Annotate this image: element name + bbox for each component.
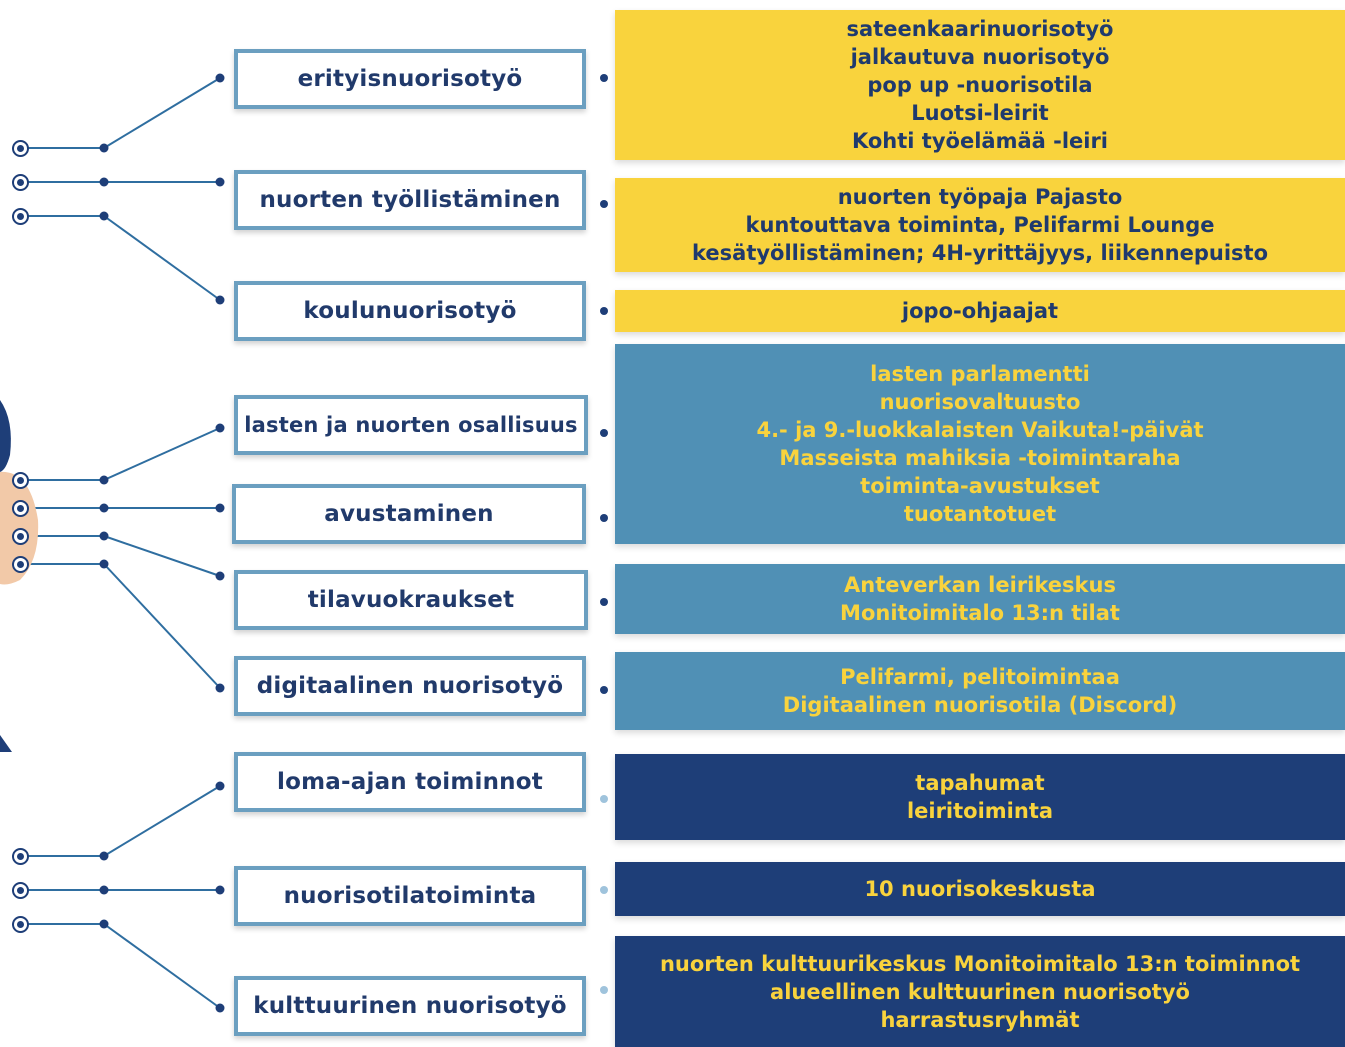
detail-item: alueellinen kulttuurinen nuorisotyö [770, 979, 1190, 1004]
detail-item: nuorten työpaja Pajasto [837, 185, 1123, 209]
detail-item: lasten parlamentti [870, 362, 1090, 386]
category-label: loma-ajan toiminnot [277, 769, 543, 795]
detail-item: 10 nuorisokeskusta [864, 877, 1096, 901]
category-label: erityisnuorisotyö [297, 66, 523, 92]
detail-panel-nuorten-tyollistaminen: nuorten työpaja Pajasto kuntouttava toim… [615, 178, 1345, 272]
detail-item: tuotantotuet [903, 502, 1057, 526]
category-label: avustaminen [324, 501, 494, 527]
detail-item: 4.- ja 9.-luokkalaisten Vaikuta!-päivät [756, 418, 1204, 442]
detail-item: jopo-ohjaajat [901, 299, 1059, 323]
category-label: koulunuorisotyö [303, 298, 517, 324]
detail-panel-loma-ajan: tapahumat leiritoiminta [615, 754, 1345, 840]
source-node [12, 916, 29, 933]
category-label: tilavuokraukset [307, 587, 515, 613]
source-node [12, 882, 29, 899]
detail-item: harrastusryhmät [880, 1007, 1080, 1032]
detail-panel-tilavuokraukset: Anteverkan leirikeskus Monitoimitalo 13:… [615, 564, 1345, 634]
category-box-tilavuokraukset: tilavuokraukset [234, 570, 588, 630]
source-node [12, 848, 29, 865]
detail-item: nuorisovaltuusto [879, 390, 1081, 414]
category-box-osallisuus: lasten ja nuorten osallisuus [234, 395, 588, 455]
detail-panel-koulunuorisotyo: jopo-ohjaajat [615, 290, 1345, 332]
detail-item: Anteverkan leirikeskus [844, 573, 1116, 597]
detail-item: leiritoiminta [906, 799, 1054, 823]
detail-item: sateenkaarinuorisotyö [846, 17, 1114, 41]
detail-item: jalkautuva nuorisotyö [850, 45, 1110, 69]
category-box-koulunuorisotyo: koulunuorisotyö [234, 281, 586, 341]
detail-item: toiminta-avustukset [860, 474, 1100, 498]
source-node [12, 174, 29, 191]
source-node [12, 140, 29, 157]
detail-item: Kohti työelämää -leiri [851, 129, 1109, 153]
source-node [12, 556, 29, 573]
category-box-digitaalinen: digitaalinen nuorisotyö [234, 656, 586, 716]
category-label: kulttuurinen nuorisotyö [253, 993, 567, 1019]
category-box-erityisnuorisotyo: erityisnuorisotyö [234, 49, 586, 109]
detail-item: Pelifarmi, pelitoimintaa [840, 665, 1120, 689]
detail-item: kesätyöllistäminen; 4H-yrittäjyys, liike… [692, 241, 1268, 265]
category-label: nuorten työllistäminen [259, 187, 561, 213]
detail-item: tapahumat [915, 771, 1045, 795]
category-label: lasten ja nuorten osallisuus [244, 413, 578, 437]
source-node [12, 528, 29, 545]
source-node [12, 208, 29, 225]
detail-panel-kulttuurinen: nuorten kulttuurikeskus Monitoimitalo 13… [615, 936, 1345, 1047]
detail-item: pop up -nuorisotila [867, 73, 1093, 97]
detail-item: Monitoimitalo 13:n tilat [840, 601, 1120, 625]
detail-panel-erityisnuorisotyo: sateenkaarinuorisotyö jalkautuva nuoriso… [615, 10, 1345, 160]
detail-item: Digitaalinen nuorisotila (Discord) [782, 693, 1178, 717]
detail-item: kuntouttava toiminta, Pelifarmi Lounge [745, 213, 1215, 237]
detail-panel-nuorisotilatoiminta: 10 nuorisokeskusta [615, 862, 1345, 916]
category-label: digitaalinen nuorisotyö [256, 673, 564, 699]
detail-panel-osallisuus: lasten parlamentti nuorisovaltuusto 4.- … [615, 344, 1345, 544]
detail-panel-digitaalinen: Pelifarmi, pelitoimintaa Digitaalinen nu… [615, 652, 1345, 730]
category-box-nuorisotilatoiminta: nuorisotilatoiminta [234, 866, 586, 926]
category-box-avustaminen: avustaminen [232, 484, 586, 544]
category-box-nuorten-tyollistaminen: nuorten työllistäminen [234, 170, 586, 230]
detail-item: nuorten kulttuurikeskus Monitoimitalo 13… [659, 951, 1301, 976]
category-box-loma-ajan: loma-ajan toiminnot [234, 752, 586, 812]
category-box-kulttuurinen: kulttuurinen nuorisotyö [234, 976, 586, 1036]
detail-item: Masseista mahiksia -toimintaraha [779, 446, 1181, 470]
source-node [12, 472, 29, 489]
source-node [12, 500, 29, 517]
detail-item: Luotsi-leirit [911, 101, 1049, 125]
category-label: nuorisotilatoiminta [283, 883, 537, 909]
